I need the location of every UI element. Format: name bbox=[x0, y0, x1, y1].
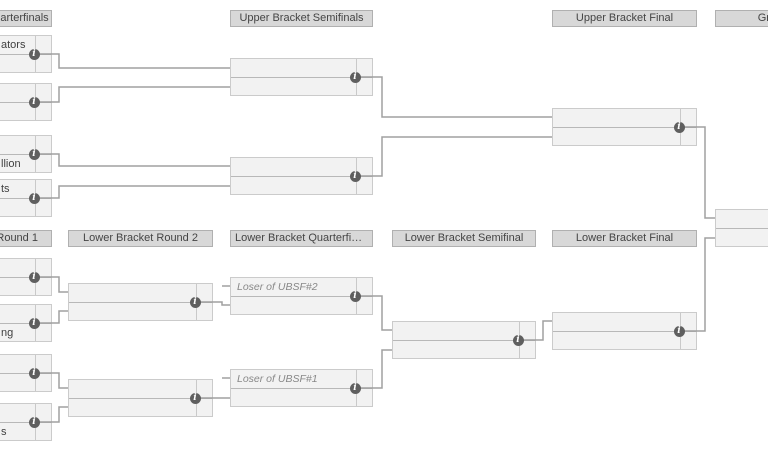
info-icon[interactable]: i bbox=[28, 96, 40, 108]
team-slot-top bbox=[716, 210, 768, 228]
match-ubqf4[interactable]: ts i bbox=[0, 179, 52, 217]
team-name: s bbox=[1, 426, 7, 438]
team-slot-bottom bbox=[716, 228, 768, 246]
round-header-lbr2: Lower Bracket Round 2 bbox=[68, 230, 213, 247]
info-icon[interactable]: i bbox=[512, 334, 524, 346]
info-icon[interactable]: i bbox=[28, 192, 40, 204]
round-header-ubf: Upper Bracket Final bbox=[552, 10, 697, 27]
match-lbr1m3[interactable]: i bbox=[0, 354, 52, 392]
team-name: Loser of UBSF#2 bbox=[237, 281, 318, 293]
team-slot-top: ts bbox=[0, 180, 51, 198]
match-lbr1m2[interactable]: ng i bbox=[0, 304, 52, 342]
info-icon[interactable]: i bbox=[349, 71, 361, 83]
connector-line bbox=[358, 76, 552, 118]
round-header-lbqf: Lower Bracket Quarterfinals bbox=[230, 230, 373, 247]
team-name: ng bbox=[1, 327, 14, 339]
team-slot-bottom bbox=[231, 77, 372, 95]
match-lbqf1[interactable]: Loser of UBSF#2 i bbox=[230, 277, 373, 315]
team-name bbox=[716, 210, 768, 228]
info-icon[interactable]: i bbox=[349, 382, 361, 394]
team-slot-top: Loser of UBSF#2 bbox=[231, 278, 372, 296]
match-lbr2m2[interactable]: i bbox=[68, 379, 213, 417]
match-ubqf2[interactable]: i bbox=[0, 83, 52, 121]
team-slot-bottom: s bbox=[0, 422, 51, 440]
team-slot-top: Loser of UBSF#1 bbox=[231, 370, 372, 388]
round-header-ubqf: Upper Bracket Quarterfinals bbox=[0, 10, 52, 27]
match-ubsf1[interactable]: i bbox=[230, 58, 373, 96]
match-lbr1m1[interactable]: i bbox=[0, 258, 52, 296]
match-ubf[interactable]: i bbox=[552, 108, 697, 146]
team-name: llion bbox=[1, 158, 21, 170]
team-slot-bottom bbox=[0, 102, 51, 120]
connector-line bbox=[358, 136, 552, 177]
round-header-lbf: Lower Bracket Final bbox=[552, 230, 697, 247]
team-name: ators bbox=[1, 39, 26, 51]
team-slot-top: ators bbox=[0, 36, 51, 54]
team-slot-bottom bbox=[231, 296, 372, 314]
info-icon[interactable]: i bbox=[673, 121, 685, 133]
team-slot-bottom bbox=[0, 198, 51, 216]
connector-line bbox=[36, 53, 230, 69]
team-slot-bottom: ng bbox=[0, 323, 51, 341]
team-name bbox=[716, 229, 768, 247]
info-icon[interactable]: i bbox=[349, 290, 361, 302]
team-slot-bottom bbox=[231, 176, 372, 194]
match-lbr2m1[interactable]: i bbox=[68, 283, 213, 321]
info-icon[interactable]: i bbox=[28, 271, 40, 283]
team-slot-bottom: llion bbox=[0, 154, 51, 172]
match-ubsf2[interactable]: i bbox=[230, 157, 373, 195]
connector-line bbox=[36, 153, 230, 167]
info-icon[interactable]: i bbox=[28, 367, 40, 379]
info-icon[interactable]: i bbox=[28, 148, 40, 160]
team-slot-bottom bbox=[553, 331, 696, 349]
info-icon[interactable]: i bbox=[189, 392, 201, 404]
team-name: ts bbox=[1, 183, 10, 195]
round-header-lbsf: Lower Bracket Semifinal bbox=[392, 230, 536, 247]
info-icon[interactable]: i bbox=[28, 48, 40, 60]
round-header-lbr1: Lower Bracket Round 1 bbox=[0, 230, 52, 247]
match-lbf[interactable]: i bbox=[552, 312, 697, 350]
team-name: Loser of UBSF#1 bbox=[237, 373, 318, 385]
team-slot-bottom bbox=[0, 373, 51, 391]
connector-line bbox=[36, 86, 230, 103]
team-slot-bottom bbox=[393, 340, 535, 358]
info-icon[interactable]: i bbox=[673, 325, 685, 337]
info-icon[interactable]: i bbox=[189, 296, 201, 308]
match-lbqf2[interactable]: Loser of UBSF#1 i bbox=[230, 369, 373, 407]
info-icon[interactable]: i bbox=[349, 170, 361, 182]
connector-line bbox=[36, 185, 230, 199]
info-icon[interactable]: i bbox=[28, 317, 40, 329]
team-slot-bottom bbox=[0, 54, 51, 72]
team-slot-bottom bbox=[0, 277, 51, 295]
round-header-gf: Grand Final bbox=[715, 10, 768, 27]
info-icon[interactable]: i bbox=[28, 416, 40, 428]
round-header-ubsf: Upper Bracket Semifinals bbox=[230, 10, 373, 27]
team-slot-bottom bbox=[69, 302, 212, 320]
team-slot-bottom bbox=[231, 388, 372, 406]
team-slot-bottom bbox=[553, 127, 696, 145]
match-lbsf[interactable]: i bbox=[392, 321, 536, 359]
match-gf[interactable]: i bbox=[715, 209, 768, 247]
team-slot-bottom bbox=[69, 398, 212, 416]
